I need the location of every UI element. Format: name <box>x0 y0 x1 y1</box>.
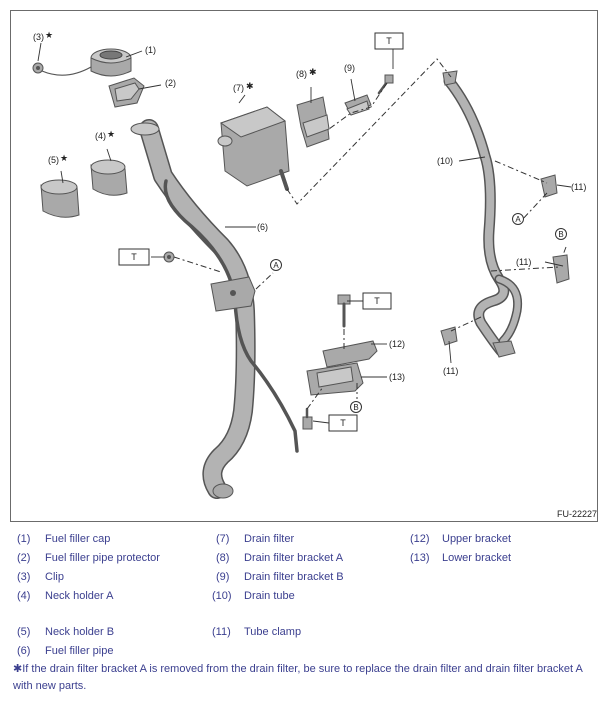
callout-5-star: ★ <box>60 153 68 163</box>
torque-box-pipe <box>118 248 150 266</box>
callout-11-c: (11) <box>443 366 458 376</box>
callout-10: (10) <box>437 156 453 166</box>
ref-b-tube: B <box>558 230 563 239</box>
callout-3-star: ★ <box>45 30 53 40</box>
torque-box-lower <box>328 414 358 432</box>
torque-label-lower: T <box>340 418 346 428</box>
callout-8: (8) <box>296 69 307 79</box>
legend-item: (6)Fuel filler pipe <box>17 645 114 657</box>
legend-item: (13)Lower bracket <box>410 552 512 564</box>
bracket-bolt-top <box>377 74 394 95</box>
pipe-bracket-bolt <box>163 251 175 263</box>
callout-11-b: (11) <box>516 257 531 267</box>
diagram-canvas: (1) (2) (3) ★ (4) ★ (5) ★ (6) (7) ✱ (8) … <box>32 30 597 519</box>
legend-item: (9)Drain filter bracket B <box>216 571 344 583</box>
callout-12: (12) <box>389 339 405 349</box>
upper-bracket <box>322 340 378 368</box>
callout-8-star: ✱ <box>309 67 317 77</box>
callout-11-a: (11) <box>571 182 586 192</box>
legend-item: (7)Drain filter <box>216 533 295 545</box>
callout-7: (7) <box>233 83 244 93</box>
callout-4-star: ★ <box>107 129 115 139</box>
ref-a-tube: A <box>515 215 521 224</box>
reference-markers: A A B B <box>270 213 567 413</box>
legend-item: (1)Fuel filler cap <box>17 533 111 545</box>
callout-9: (9) <box>344 63 355 73</box>
callout-3: (3) <box>33 32 44 42</box>
callout-6: (6) <box>257 222 268 232</box>
legend-item: (10)Drain tube <box>212 590 295 602</box>
callout-13: (13) <box>389 372 405 382</box>
torque-label-top: T <box>386 36 392 46</box>
tube-clamp <box>440 174 570 346</box>
legend-item: (11)Tube clamp <box>212 626 302 638</box>
legend-item: (12)Upper bracket <box>410 533 512 545</box>
fuel-filler-pipe <box>130 119 299 499</box>
lower-bracket-bolt <box>302 407 313 430</box>
torque-box-upper <box>362 292 392 310</box>
torque-symbols: T T T T <box>118 32 404 432</box>
fuel-filler-cap <box>90 48 132 77</box>
ref-a-pipe: A <box>273 261 279 270</box>
callout-5: (5) <box>48 155 59 165</box>
callout-7-star: ✱ <box>246 81 254 91</box>
replacement-note: ✱If the drain filter bracket A is remove… <box>13 663 583 692</box>
drain-tube <box>442 70 523 358</box>
callout-2: (2) <box>165 78 176 88</box>
callout-labels: (1) (2) (3) ★ (4) ★ (5) ★ (6) (7) ✱ (8) … <box>33 30 586 382</box>
exploded-parts-diagram: (1) (2) (3) ★ (4) ★ (5) ★ (6) (7) ✱ (8) … <box>10 10 598 522</box>
figure-id: FU-22227 <box>557 509 597 519</box>
drain-filter-bracket-b <box>344 94 372 116</box>
fuel-filler-pipe-protector <box>108 77 145 108</box>
legend-item: (4)Neck holder A <box>17 590 114 602</box>
legend-item: (3)Clip <box>17 571 64 583</box>
leader-lines <box>37 42 572 424</box>
callout-1: (1) <box>145 45 156 55</box>
legend-item: (8)Drain filter bracket A <box>216 552 344 564</box>
clip <box>32 62 92 76</box>
neck-holder-b <box>40 179 80 218</box>
neck-holder-a <box>90 159 128 196</box>
legend-item: (2)Fuel filler pipe protector <box>17 552 160 564</box>
callout-4: (4) <box>95 131 106 141</box>
upper-bracket-bolt <box>337 294 351 328</box>
assembly-lines <box>173 58 567 410</box>
drain-filter-bracket-a <box>296 96 330 148</box>
lower-bracket <box>306 362 364 396</box>
torque-label-pipe: T <box>131 252 137 262</box>
torque-box-top <box>374 32 404 50</box>
ref-b-bracket: B <box>353 403 358 412</box>
drain-filter <box>217 106 290 191</box>
torque-label-upper: T <box>374 296 380 306</box>
legend-item: (5)Neck holder B <box>17 626 115 638</box>
